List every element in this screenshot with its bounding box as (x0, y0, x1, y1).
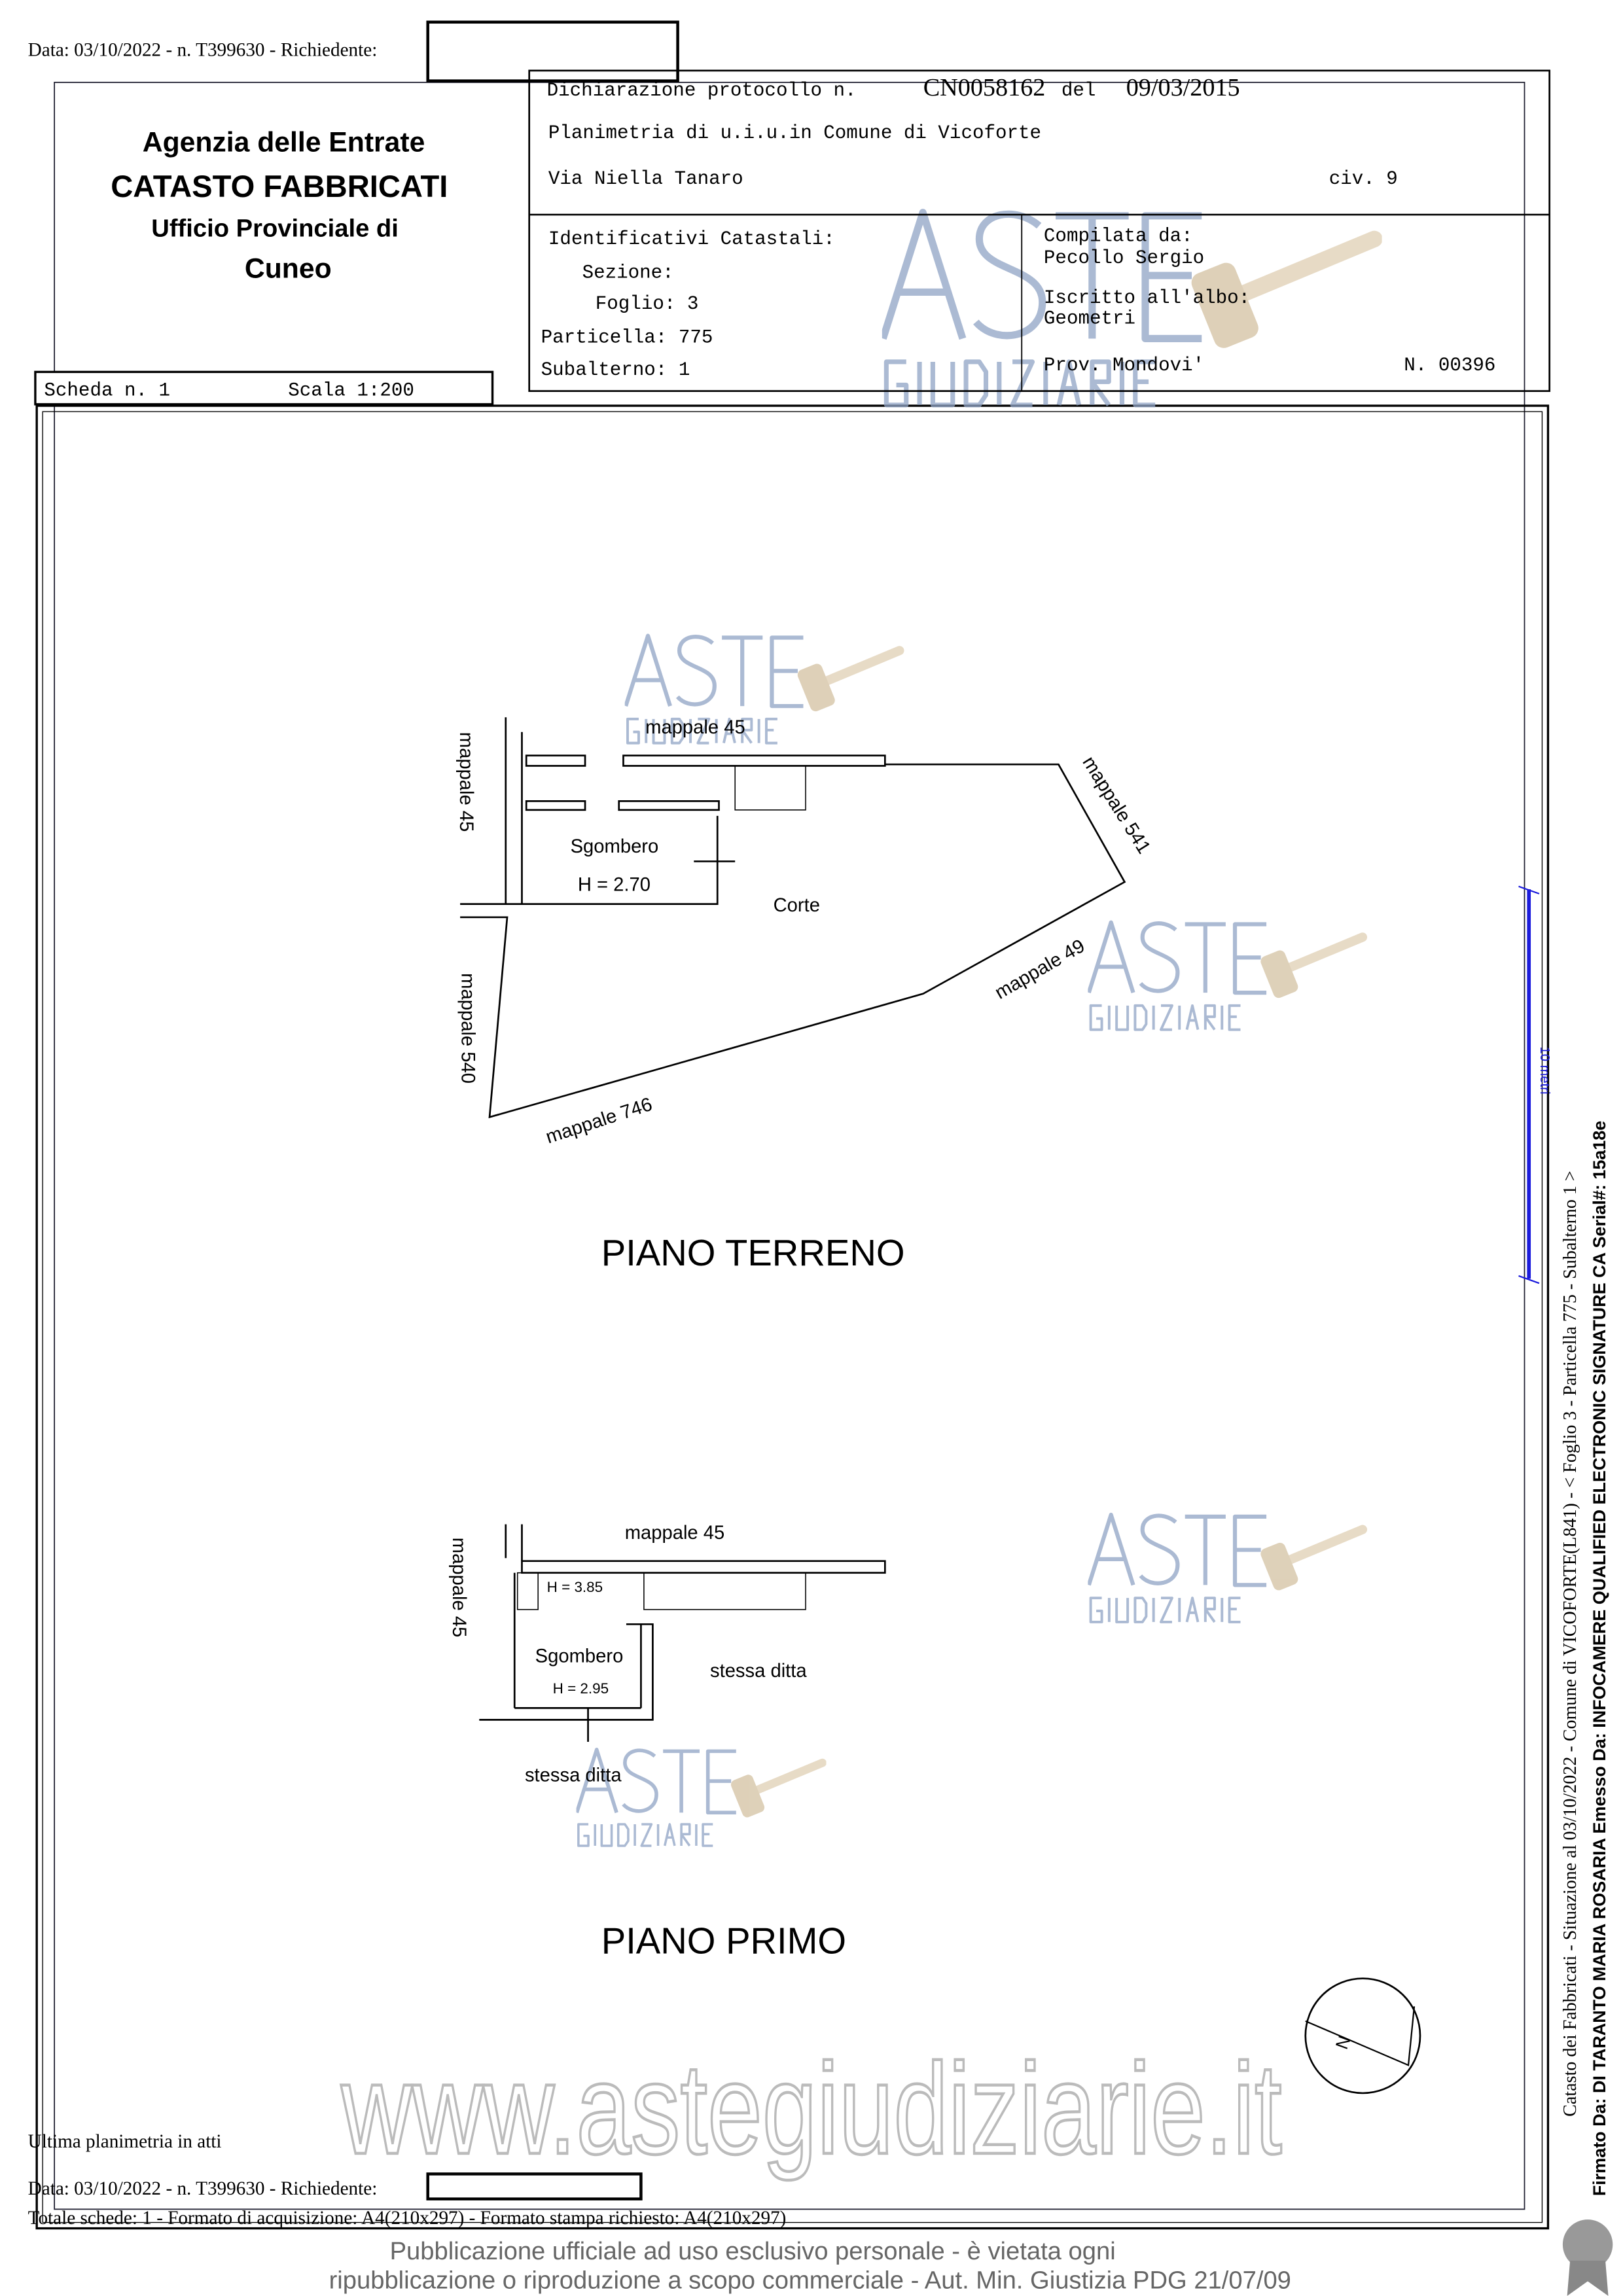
subalterno: Subalterno: 1 (541, 359, 690, 381)
scale-bar: 10 metri (1518, 885, 1552, 1284)
register-label: Iscritto all'albo: (1044, 287, 1250, 309)
scale-bar-label: 10 metri (1537, 1047, 1552, 1095)
side-signature-text: Firmato Da: DI TARANTO MARIA ROSARIA Eme… (1590, 1121, 1609, 2196)
sezione: Sezione: (582, 262, 674, 284)
request-line: Data: 03/10/2022 - n. T399630 - Richiede… (28, 39, 378, 60)
north-compass-icon: N (1304, 1977, 1421, 2094)
watermark-logo (577, 1750, 822, 1846)
last-plan-note: Ultima planimetria in atti (28, 2131, 222, 2152)
label-mappale-746: mappale 746 (543, 1094, 654, 1148)
scheda-box (34, 370, 494, 406)
protocol-date: 09/03/2015 (1126, 74, 1240, 101)
particella: Particella: 775 (541, 327, 713, 348)
room-height: H = 2.70 (578, 874, 651, 895)
label-stessa-ditta: stessa ditta (525, 1765, 622, 1786)
foglio: Foglio: 3 (596, 293, 699, 315)
header-box (528, 69, 1551, 392)
drawing-frame (35, 404, 1550, 2230)
label-mappale-45: mappale 45 (645, 717, 745, 738)
footer-totals: Totale schede: 1 - Formato di acquisizio… (28, 2208, 787, 2229)
compiled-by: Pecollo Sergio (1044, 247, 1204, 269)
del-label: del (1061, 80, 1096, 101)
watermark-site: www.astegiudiziarie.it (340, 2036, 1281, 2181)
watermark-logo (1089, 1515, 1363, 1622)
room-label: Sgombero (535, 1646, 624, 1667)
ids-title: Identificativi Catastali: (548, 228, 835, 250)
scale: Scala 1:200 (288, 380, 414, 401)
drawing-inner-frame (42, 411, 1543, 2223)
label-stessa-ditta: stessa ditta (710, 1661, 807, 1682)
scheda: Scheda n. 1 (44, 380, 170, 401)
office: Ufficio Provinciale di (151, 215, 399, 243)
label-mappale-541: mappale 541 (1078, 752, 1154, 857)
watermark-logo (1089, 923, 1363, 1030)
address: Via Niella Tanaro (548, 168, 743, 190)
label-mappale-49: mappale 49 (991, 936, 1088, 1004)
watermark-notice: Pubblicazione ufficiale ad uso esclusivo… (390, 2237, 1116, 2265)
ground-floor-plan (460, 717, 1126, 1119)
protocol-number: CN0058162 (923, 74, 1046, 101)
label-mappale-45: mappale 45 (625, 1523, 725, 1544)
footer-request-line: Data: 03/10/2022 - n. T399630 - Richiede… (28, 2178, 378, 2199)
first-floor-plan (479, 1524, 886, 1742)
first-floor-title: PIANO PRIMO (601, 1920, 846, 1962)
watermark-notice: ripubblicazione o riproduzione a scopo c… (329, 2267, 1291, 2295)
redacted-box (426, 2172, 643, 2200)
department: CATASTO FABBRICATI (111, 169, 448, 203)
outer-frame (54, 81, 1525, 2210)
register-province: Prov. Mondovi' (1044, 355, 1204, 376)
province: Cuneo (245, 253, 332, 285)
room-height: H = 2.95 (553, 1680, 609, 1697)
ground-floor-title: PIANO TERRENO (601, 1232, 905, 1273)
agency-name: Agenzia delle Entrate (143, 126, 425, 158)
label-mappale-45-side: mappale 45 (448, 1538, 469, 1638)
label-mappale-45-side: mappale 45 (455, 732, 476, 832)
civic-number: civ. 9 (1329, 168, 1398, 190)
room-label: Sgombero (571, 836, 659, 857)
plan-line: Planimetria di u.i.u.in Comune di Vicofo… (548, 122, 1041, 144)
label-mappale-540: mappale 540 (457, 973, 478, 1084)
side-situation-text: Catasto dei Fabbricati - Situazione al 0… (1560, 1171, 1580, 2117)
register-number: N. 00396 (1404, 355, 1495, 376)
compass-north-label: N (1332, 2033, 1355, 2052)
stair-height: H = 3.85 (547, 1579, 603, 1595)
compiled-by-label: Compilata da: (1044, 225, 1193, 247)
label-corte: Corte (774, 895, 820, 916)
register: Geometri (1044, 308, 1135, 329)
redacted-box (426, 20, 679, 82)
seal-ribbon-icon (1562, 2219, 1613, 2296)
declaration-label: Dichiarazione protocollo n. (547, 80, 857, 101)
